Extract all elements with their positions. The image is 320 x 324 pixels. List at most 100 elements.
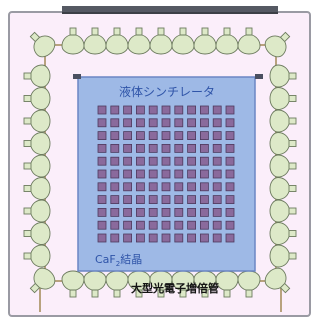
crystal-cell	[225, 105, 235, 115]
crystal-cell	[123, 156, 132, 166]
crystal-cell	[161, 143, 171, 153]
pmt-tube	[171, 270, 195, 298]
crystal-cell	[123, 118, 132, 128]
crystal-cell	[110, 207, 120, 217]
crystal-cell	[123, 105, 132, 115]
crystal-cell	[123, 220, 132, 230]
caf2-label-prefix: CaF	[95, 253, 116, 266]
crystal-cell	[148, 156, 158, 166]
pmt-tube	[127, 27, 151, 55]
crystal-cell	[225, 169, 235, 179]
crystal-cell	[123, 143, 132, 153]
pmt-tube	[269, 154, 297, 178]
pmt-bulb	[171, 34, 195, 55]
top-lid-shadow	[62, 12, 278, 14]
pmt-tube	[171, 27, 195, 55]
crystal-cell	[212, 233, 222, 243]
crystal-cell	[161, 195, 171, 205]
pmt-tube	[29, 31, 56, 58]
crystal-cell	[174, 118, 184, 128]
crystal-cell	[161, 182, 171, 192]
crystal-cell	[174, 143, 184, 153]
caf2-crystal-label: CaF2結晶	[95, 252, 142, 268]
crystal-cell	[174, 207, 184, 217]
pmt-bulb	[215, 34, 239, 55]
crystal-cell	[212, 105, 222, 115]
crystal-cell	[148, 207, 158, 217]
pmt-bulb	[30, 222, 51, 245]
crystal-cell	[148, 169, 158, 179]
pmt-bulb	[83, 270, 107, 291]
crystal-cell	[199, 220, 209, 230]
crystal-cell	[148, 131, 158, 141]
pmt-bulb	[61, 270, 85, 291]
crystal-cell	[161, 105, 171, 115]
pmt-bulb	[30, 64, 51, 88]
pmt-bulb	[105, 34, 129, 55]
pmt-tube	[269, 109, 297, 133]
crystal-cell	[110, 182, 120, 192]
pmt-bulb	[264, 267, 287, 290]
pmt-tube	[269, 199, 297, 223]
crystal-cell	[161, 118, 171, 128]
pmt-bulb	[149, 34, 173, 55]
crystal-cell	[110, 105, 120, 115]
crystal-cell	[174, 195, 184, 205]
crystal-cell	[110, 233, 120, 243]
pmt-bulb	[264, 35, 287, 58]
top-lid	[62, 6, 278, 13]
caf2-label-subscript: 2	[116, 260, 120, 268]
crystal-cell	[212, 207, 222, 217]
pmt-tube	[269, 177, 297, 200]
pmt-bulb	[269, 199, 290, 223]
crystal-cell	[135, 169, 145, 179]
pmt-tube	[269, 222, 297, 245]
crystal-cell	[161, 233, 171, 243]
pmt-tube	[149, 27, 173, 55]
crystal-cell	[148, 195, 158, 205]
pmt-bulb	[127, 34, 151, 55]
crystal-grid	[97, 105, 235, 243]
pmt-bulb	[30, 87, 51, 110]
crystal-cell	[199, 156, 209, 166]
pmt-array	[23, 27, 297, 312]
pmt-bulb	[269, 132, 290, 155]
crystal-cell	[225, 118, 235, 128]
pmt-tube	[105, 27, 129, 55]
caf2-label-suffix: 結晶	[120, 252, 142, 266]
pmt-tube	[264, 267, 291, 294]
pmt-tube	[61, 27, 85, 55]
crystal-cell	[174, 220, 184, 230]
pmt-bulb	[33, 267, 56, 290]
crystal-cell	[212, 220, 222, 230]
crystal-cell	[225, 207, 235, 217]
crystal-cell	[187, 131, 197, 141]
pmt-tube	[269, 87, 297, 110]
crystal-cell	[174, 233, 184, 243]
crystal-cell	[110, 220, 120, 230]
pmt-bulb	[30, 244, 51, 268]
crystal-cell	[135, 195, 145, 205]
crystal-cell	[123, 182, 132, 192]
crystal-cell	[199, 169, 209, 179]
crystal-cell	[199, 233, 209, 243]
crystal-cell	[174, 105, 184, 115]
crystal-cell	[97, 182, 107, 192]
pmt-tube	[269, 132, 297, 155]
crystal-cell	[148, 143, 158, 153]
crystal-cell	[187, 156, 197, 166]
pmt-tube	[23, 132, 51, 155]
crystal-cell	[135, 143, 145, 153]
crystal-cell	[199, 131, 209, 141]
pmt-label: 大型光電子増倍管	[131, 281, 219, 295]
pmt-tube	[193, 27, 217, 55]
pmt-tube	[237, 27, 261, 55]
crystal-cell	[199, 105, 209, 115]
liquid-scintillator-label: 液体シンチレータ	[119, 84, 215, 99]
crystal-cell	[225, 131, 235, 141]
pmt-tube	[23, 222, 51, 245]
crystal-cell	[212, 131, 222, 141]
crystal-cell	[225, 220, 235, 230]
